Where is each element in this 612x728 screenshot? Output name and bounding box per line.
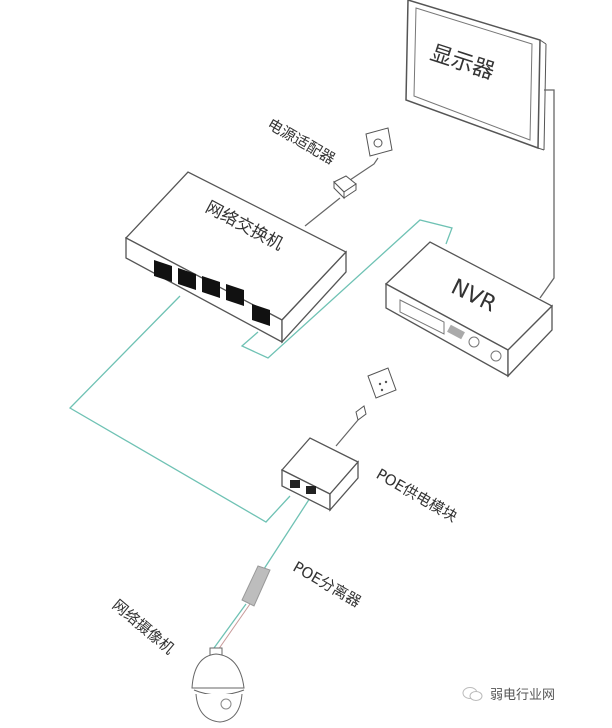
wechat-icon: [462, 686, 483, 701]
power-adapter: [333, 175, 357, 200]
power-plug: [355, 405, 367, 421]
network-cable-poe-splitter: [261, 497, 311, 573]
switch-port-3: [202, 276, 220, 298]
switch-port-2: [178, 268, 196, 290]
poe-port-1: [290, 480, 300, 488]
camera-label: 网络摄像机: [109, 596, 178, 658]
power-cable-2: [335, 419, 359, 447]
poe-port-2: [306, 486, 316, 494]
switch-port-1: [154, 260, 172, 282]
switch-port-4: [226, 284, 244, 306]
watermark: 弱电行业网: [462, 684, 555, 703]
video-cable: [539, 89, 555, 299]
switch-port-5: [252, 304, 270, 326]
poe-splitter-label: POE分离器: [290, 558, 364, 611]
network-cable-switch-poe: [68, 295, 291, 523]
poe-injector-label: POE供电模块: [373, 465, 460, 526]
switch-ports: [154, 260, 270, 326]
network-switch: 网络交换机: [124, 171, 348, 344]
power-wire-splitter-camera: [217, 603, 251, 651]
power-cable-1: [349, 157, 379, 181]
wall-outlet-2: [367, 367, 397, 399]
network-cable-switch-nvr: [240, 219, 453, 359]
power-adapter-label: 电源适配器: [264, 115, 338, 168]
network-cable-splitter-camera: [213, 603, 247, 649]
dome-camera: [191, 647, 245, 723]
watermark-text: 弱电行业网: [490, 688, 556, 703]
monitor: 显示器: [405, 0, 547, 151]
poe-splitter: [241, 565, 271, 607]
wall-outlet-1: [365, 127, 393, 157]
poe-injector: [280, 437, 360, 512]
power-cable-adapter-switch: [304, 197, 341, 227]
nvr: NVR: [384, 241, 554, 378]
